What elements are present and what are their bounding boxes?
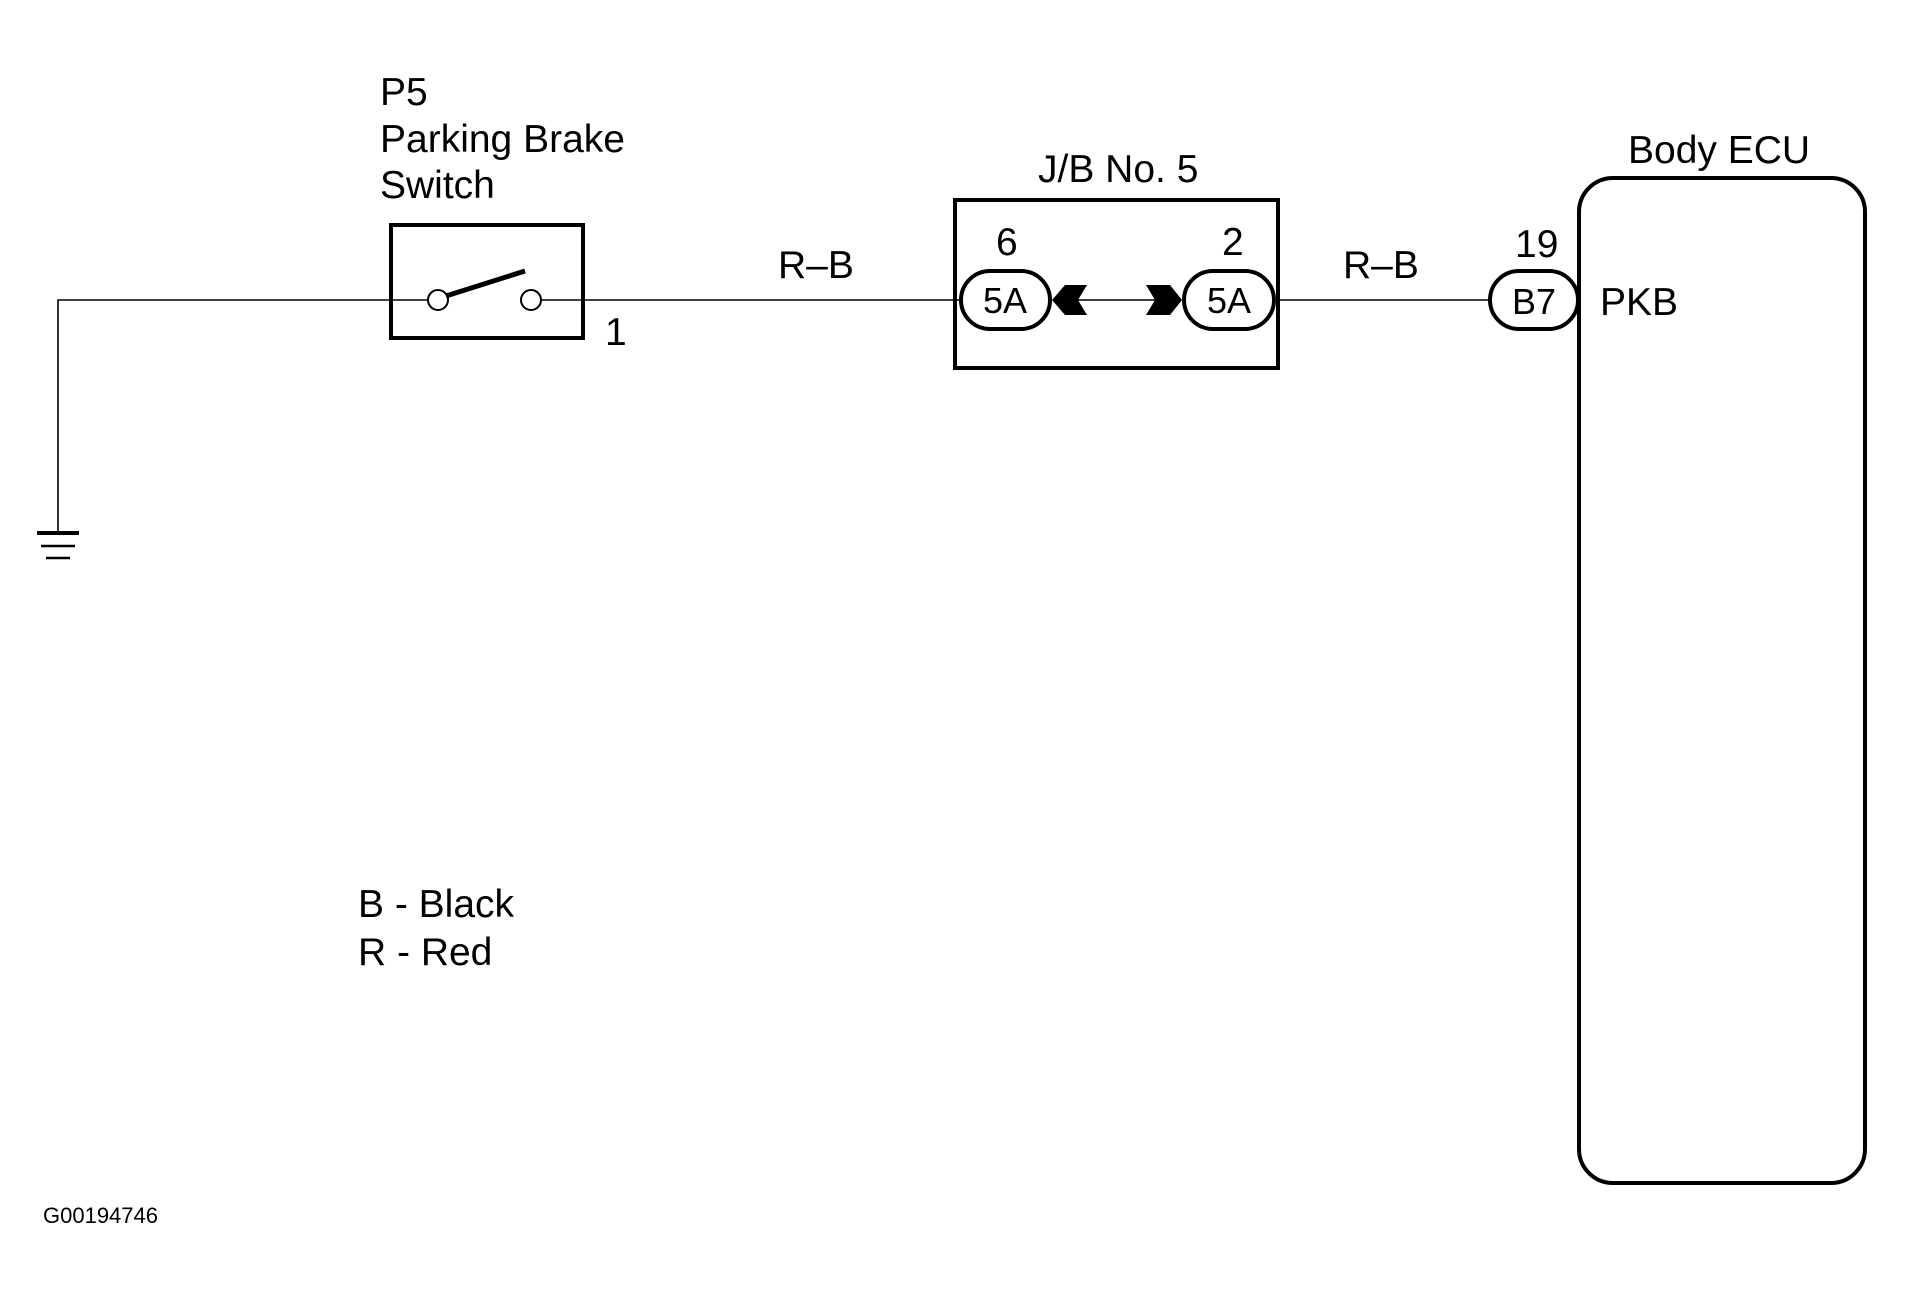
ecu-connector-oval [1488, 269, 1580, 331]
figure-id: G00194746 [43, 1203, 158, 1228]
wire-color-legend: B - Black R - Red [358, 883, 515, 974]
legend-item: B - Black [358, 883, 515, 926]
jb-left-terminal-arrow-icon [1052, 285, 1087, 315]
jb-left-pin-number: 6 [996, 221, 1018, 264]
jb-title: J/B No. 5 [1038, 148, 1198, 191]
ground-symbol-icon [37, 299, 391, 560]
ecu-title: Body ECU [1628, 129, 1810, 172]
wire-right-color-code: R–B [1343, 244, 1419, 287]
switch-contact-icon [391, 268, 583, 311]
junction-block: J/B No. 5 6 2 5A 5A [953, 148, 1280, 370]
jb-right-terminal-arrow-icon [1146, 285, 1182, 315]
ecu-body [1577, 176, 1867, 1185]
body-ecu: Body ECU 19 B7 PKB [1488, 129, 1867, 1185]
ecu-connector-code: B7 [1512, 281, 1556, 322]
jb-right-connector-code: 5A [1207, 280, 1251, 321]
jb-right-connector-oval [1182, 269, 1276, 331]
jb-left-connector-code: 5A [983, 280, 1027, 321]
wire-left-color-code: R–B [778, 244, 854, 287]
switch-name-line1: Parking Brake [380, 118, 625, 161]
legend-item: R - Red [358, 931, 492, 974]
ecu-pin-number: 19 [1515, 223, 1558, 266]
ecu-terminal-name: PKB [1600, 281, 1678, 324]
switch-name-line2: Switch [380, 164, 495, 207]
switch-code: P5 [380, 71, 428, 114]
jb-left-connector-oval [959, 269, 1052, 331]
parking-brake-switch: P5 Parking Brake Switch 1 [380, 71, 627, 354]
switch-body [389, 223, 585, 340]
jb-right-pin-number: 2 [1222, 221, 1244, 264]
jb-body [953, 198, 1280, 370]
switch-pin-number: 1 [605, 311, 627, 354]
